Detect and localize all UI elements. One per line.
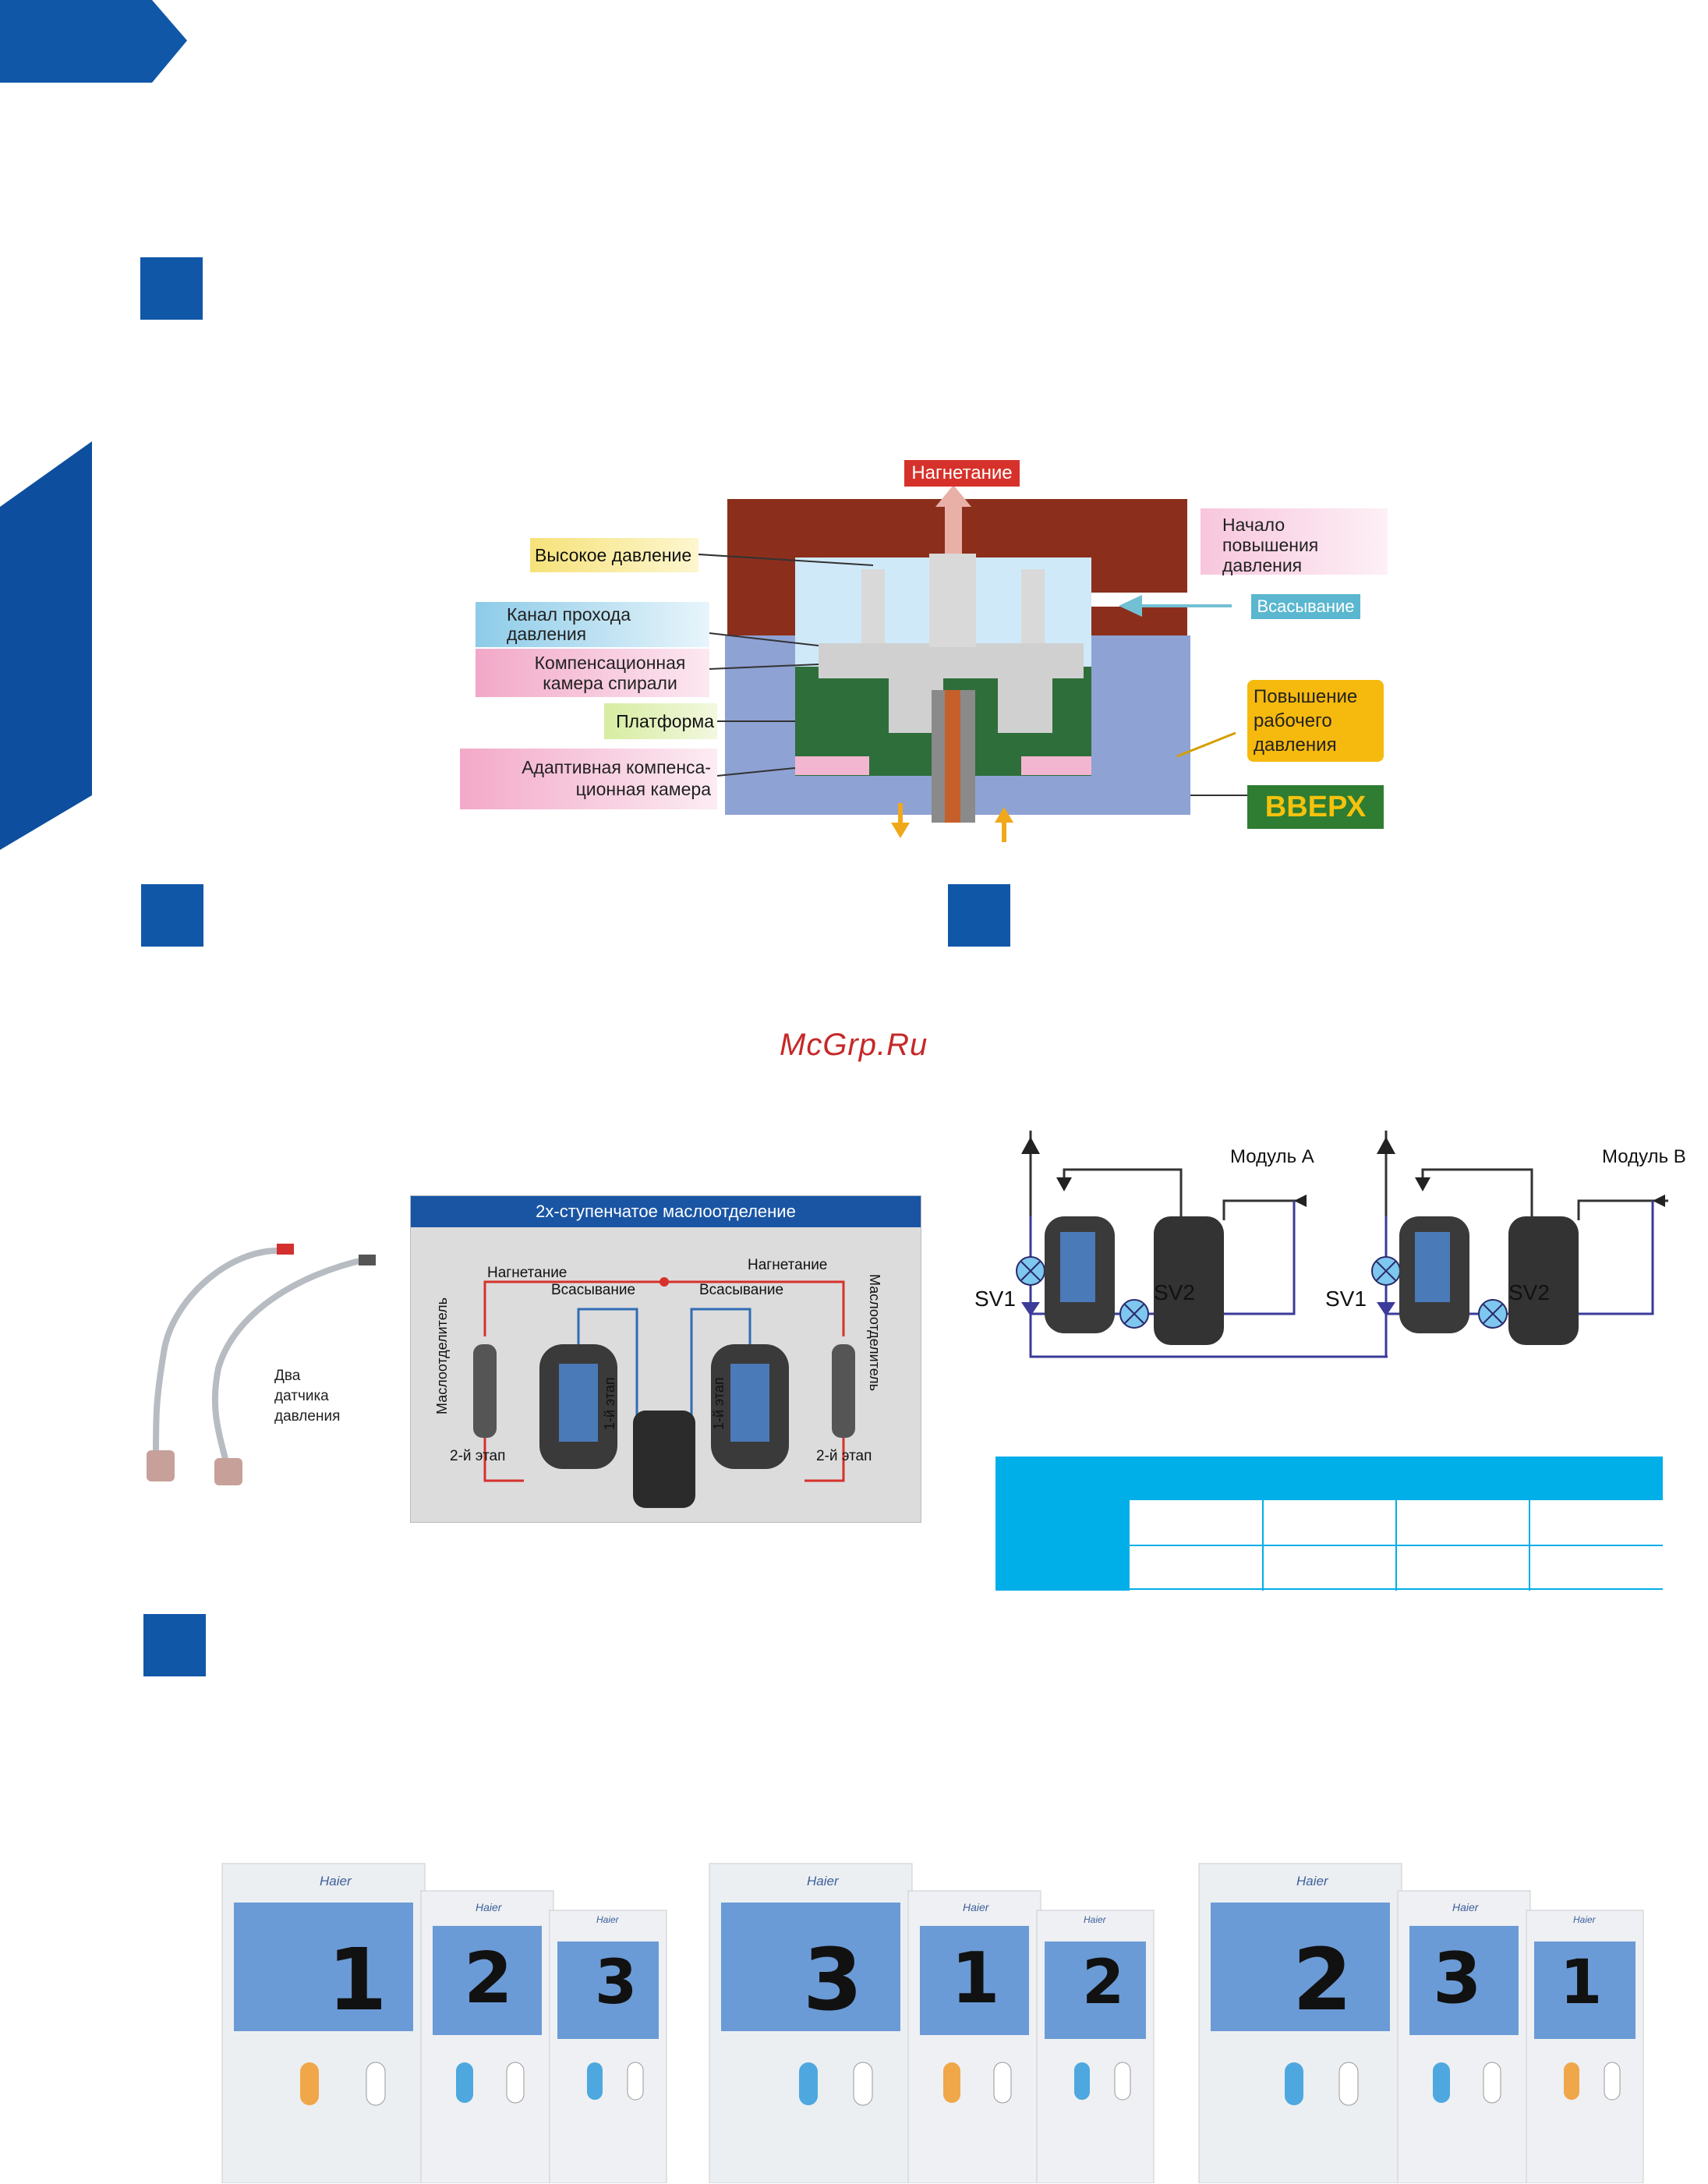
separator-left: Маслоотделитель	[434, 1297, 450, 1414]
up-label: ВВЕРХ	[1247, 785, 1384, 829]
unit-group-1: 1 2 3	[214, 1817, 674, 2183]
pressure-rise-start-label: Начало повышения давления	[1201, 508, 1388, 575]
high-pressure-label: Высокое давление	[530, 538, 698, 572]
sensors-caption: Два датчика давления	[274, 1368, 341, 1425]
section-icon-1	[140, 257, 203, 320]
oil-separation-panel: 2х-ступенчатое маслоотделение Нагнетание…	[410, 1195, 921, 1523]
sv1-label-a: SV1	[974, 1287, 1016, 1311]
adaptive-chamber-label: Адаптивная компенса- ционная камера	[460, 749, 717, 809]
brand-logo: Haier	[320, 1874, 352, 1888]
unit-number: 2	[464, 1938, 513, 2019]
brand-logo: Haier	[476, 1901, 502, 1913]
section-icon-4	[143, 1614, 206, 1676]
unit-number: 1	[951, 1938, 1000, 2019]
suction-right: Всасывание	[699, 1282, 784, 1298]
module-b-label: Модуль B	[1602, 1146, 1686, 1167]
stage1-right: 1-й этап	[711, 1377, 727, 1430]
sv2-label-a: SV2	[1154, 1280, 1195, 1304]
stage1-left: 1-й этап	[602, 1377, 617, 1430]
separator-right: Маслоотделитель	[867, 1274, 882, 1391]
suction-left: Всасывание	[551, 1282, 636, 1298]
brand-logo: Haier	[1296, 1874, 1328, 1888]
unit-group-2: 3 1 2	[702, 1817, 1162, 2183]
module-table	[995, 1457, 1663, 1591]
brand-logo: Haier	[963, 1901, 989, 1913]
oil-separation-title: 2х-ступенчатое маслоотделение	[411, 1196, 921, 1227]
unit-group-3: 2 3 1	[1191, 1817, 1651, 2183]
side-tab	[0, 441, 92, 850]
discharge-right: Нагнетание	[748, 1257, 828, 1273]
discharge-left: Нагнетание	[487, 1265, 568, 1281]
table-header-bar	[995, 1457, 1663, 1500]
header-tab	[0, 0, 187, 83]
platform-label: Платформа	[604, 703, 717, 739]
scroll-diagram-graphic	[685, 485, 1247, 842]
unit-number: 1	[1560, 1948, 1603, 2018]
discharge-label: Нагнетание	[904, 460, 1020, 487]
stage2-left: 2-й этап	[450, 1448, 506, 1464]
sv2-label-b: SV2	[1508, 1280, 1550, 1304]
suction-label: Всасывание	[1251, 594, 1360, 619]
compensation-chamber-label: Компенсационная камера спирали	[476, 649, 709, 697]
stage2-right: 2-й этап	[816, 1448, 872, 1464]
section-icon-3	[948, 884, 1010, 947]
pressure-channel-label: Канал прохода давления	[476, 602, 709, 647]
brand-logo: Haier	[1573, 1914, 1596, 1925]
brand-logo: Haier	[596, 1914, 619, 1925]
brand-logo: Haier	[807, 1874, 839, 1888]
unit-number: 1	[327, 1930, 387, 2030]
pressure-sensors	[140, 1228, 390, 1485]
scroll-compressor-diagram: Нагнетание Высокое давление Канал проход…	[452, 452, 1388, 858]
sv1-label-b: SV1	[1325, 1287, 1367, 1311]
working-pressure-label: Повышение рабочего давления	[1247, 680, 1384, 762]
brand-logo: Haier	[1452, 1901, 1479, 1913]
module-a-label: Модуль A	[1230, 1146, 1314, 1167]
unit-number: 2	[1292, 1930, 1353, 2030]
unit-number: 3	[1433, 1938, 1482, 2019]
watermark: McGrp.Ru	[780, 1028, 928, 1062]
unit-number: 2	[1082, 1948, 1125, 2018]
section-icon-2	[141, 884, 203, 947]
module-schematic: Модуль A Модуль B SV1 SV2 SV1 SV2	[967, 1131, 1699, 1450]
unit-number: 3	[803, 1930, 863, 2030]
unit-number: 3	[595, 1948, 638, 2018]
table-row-header-cell	[995, 1500, 1130, 1591]
brand-logo: Haier	[1084, 1914, 1106, 1925]
